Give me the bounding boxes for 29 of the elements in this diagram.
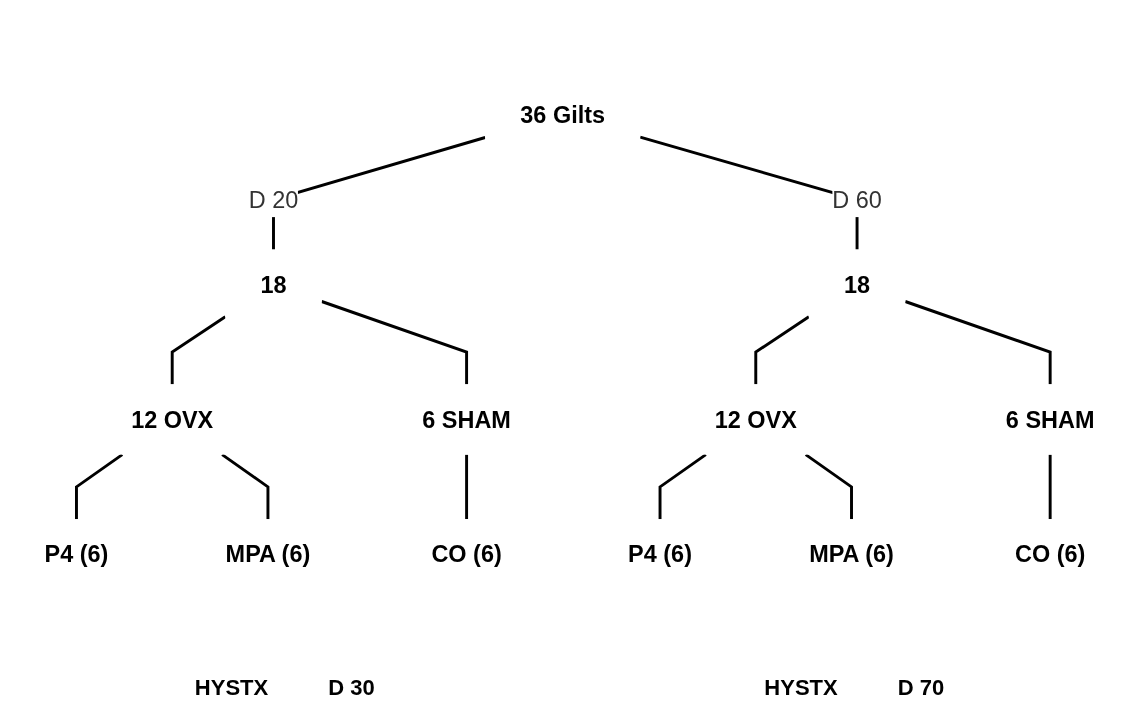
node-text: 36 Gilts [520, 101, 606, 128]
node-text: CO (6) [431, 541, 502, 568]
node-text: P4 (6) [628, 541, 692, 568]
connector [170, 315, 227, 385]
node-text: MPA (6) [225, 541, 311, 568]
note-label: HYSTX [194, 675, 269, 701]
connector [1048, 454, 1052, 520]
connector [75, 453, 124, 520]
node-text: 6 SHAM [422, 406, 511, 433]
connector [804, 453, 853, 520]
connector [465, 454, 469, 520]
connector [754, 315, 810, 385]
connector [221, 453, 270, 520]
node-text: MPA (6) [809, 541, 894, 568]
edge-label: D 20 [248, 186, 299, 213]
note-label: D 70 [897, 675, 945, 701]
connector [904, 300, 1052, 385]
edge-label: D 60 [832, 186, 882, 213]
connector [321, 300, 469, 385]
node-text: P4 (6) [44, 541, 109, 568]
node-text: 18 [260, 271, 287, 298]
node-text: CO (6) [1014, 541, 1086, 568]
node-text: 12 OVX [714, 406, 797, 433]
connector [658, 453, 707, 520]
node-text: 18 [844, 271, 871, 298]
note-label: D 30 [328, 675, 375, 701]
node-text: 12 OVX [131, 406, 214, 433]
node-text: 6 SHAM [1005, 406, 1095, 433]
note-label: HYSTX [764, 675, 838, 701]
